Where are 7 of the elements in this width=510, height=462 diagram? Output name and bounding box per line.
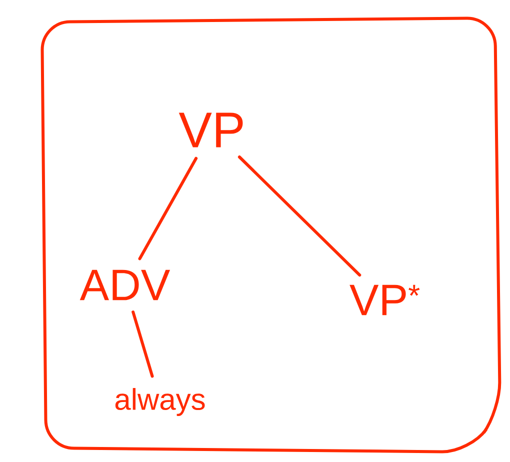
tree-branch: [132, 310, 154, 378]
tree-branch: [238, 156, 362, 277]
tree-branch: [138, 156, 198, 260]
tree-label: always: [115, 388, 205, 416]
tree-label: VP$^{*}$: [350, 284, 420, 316]
tree-label: VP: [178, 112, 243, 148]
tree-label: ADV: [80, 270, 170, 300]
